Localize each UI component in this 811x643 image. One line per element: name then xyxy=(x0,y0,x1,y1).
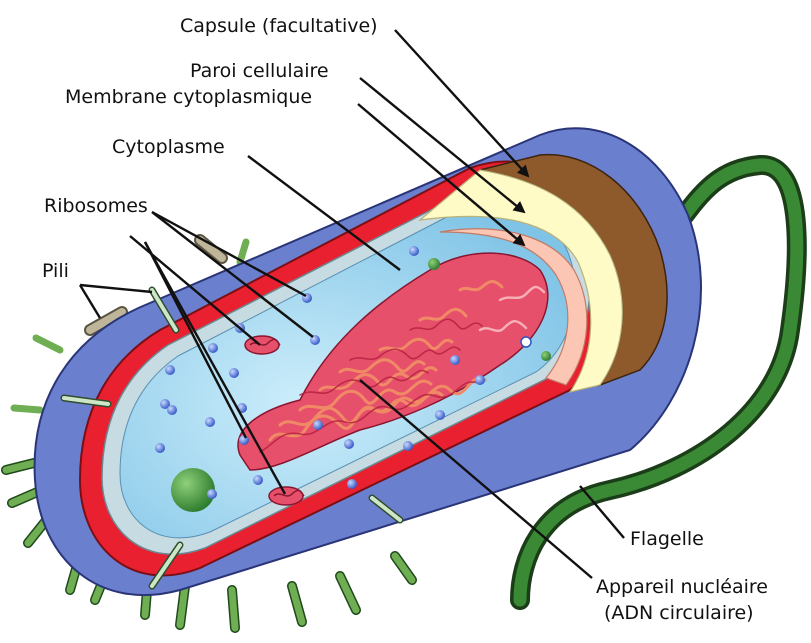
label-appareil-line1: Appareil nucléaire xyxy=(596,576,768,598)
label-membrane: Membrane cytoplasmique xyxy=(65,86,312,108)
label-ribosomes: Ribosomes xyxy=(44,195,148,217)
leader-pili-1 xyxy=(80,285,152,292)
label-pili: Pili xyxy=(42,260,69,282)
label-paroi: Paroi cellulaire xyxy=(190,60,329,82)
label-flagelle: Flagelle xyxy=(630,528,704,550)
label-capsule: Capsule (facultative) xyxy=(180,15,378,37)
label-appareil-line2: (ADN circulaire) xyxy=(604,602,754,624)
leader-pili-2 xyxy=(80,285,100,318)
label-cytoplasme: Cytoplasme xyxy=(112,136,225,158)
leader-capsule xyxy=(395,30,528,176)
